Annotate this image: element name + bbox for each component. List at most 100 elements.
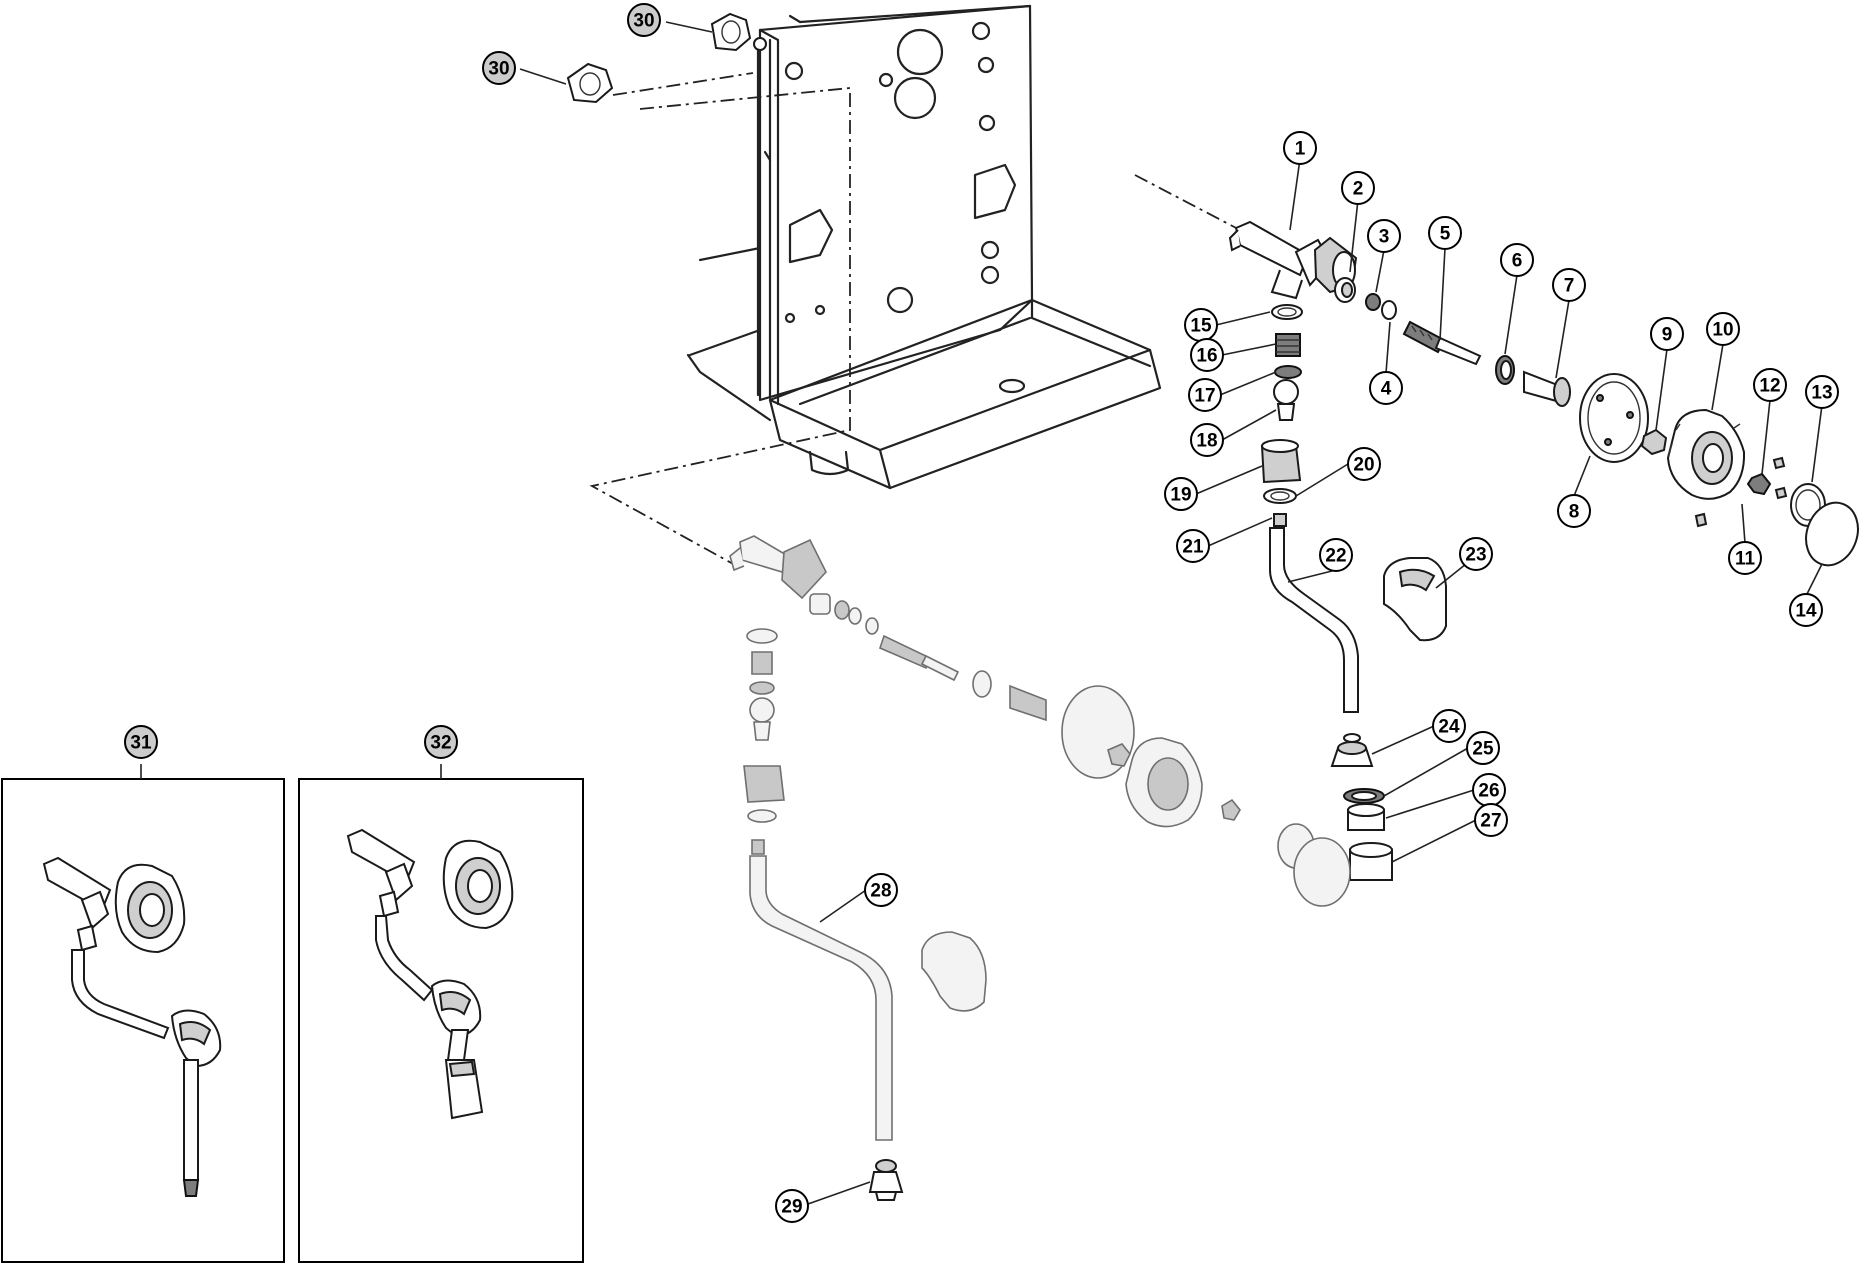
callout-circle: [1459, 537, 1493, 571]
callout-number: 10: [1712, 320, 1733, 341]
callout-circle: [1369, 371, 1403, 405]
callout-number: 17: [1194, 386, 1215, 407]
callout-number: 9: [1662, 325, 1673, 346]
leader-lines: [140, 21, 1823, 1205]
callout-circle: [1432, 709, 1466, 743]
callout-c1: 1: [1283, 131, 1317, 165]
callout-c20: 20: [1347, 447, 1381, 481]
callout-circle: [1428, 216, 1462, 250]
washer-part-4: [1381, 300, 1397, 320]
elbow-part-23: [1383, 557, 1447, 642]
nozzle-part-29: [868, 1159, 904, 1201]
sleeve-part-26: [1347, 803, 1385, 831]
callout-c14: 14: [1789, 593, 1823, 627]
callout-circle: [1341, 171, 1375, 205]
callout-circle: [864, 873, 898, 907]
union-nut-part-19: [1260, 439, 1302, 484]
callout-circle: [775, 1189, 809, 1223]
callout-c19: 19: [1164, 477, 1198, 511]
callout-c24: 24: [1432, 709, 1466, 743]
washer-part-20: [1263, 488, 1297, 504]
callout-c23: 23: [1459, 537, 1493, 571]
kit-box-31: [1, 778, 285, 1263]
callout-circle: [1190, 423, 1224, 457]
callout-c7: 7: [1552, 268, 1586, 302]
callout-c29: 29: [775, 1189, 809, 1223]
nut-part-12: [1746, 456, 1788, 500]
o-ring-part-6: [1495, 355, 1515, 385]
ferrule-part-21: [1273, 513, 1287, 527]
tube-part-22: [1269, 527, 1359, 713]
callout-number: 1: [1295, 139, 1306, 160]
callout-circle: [1466, 731, 1500, 765]
callout-c17: 17: [1188, 378, 1222, 412]
callout-c30b: 30: [482, 51, 516, 85]
spring-part-3: [1365, 293, 1381, 311]
callout-number: 18: [1196, 431, 1217, 452]
callout-number: 23: [1465, 545, 1486, 566]
escutcheon-plate-part-8: [1579, 373, 1649, 463]
callout-c26: 26: [1472, 773, 1506, 807]
callout-circle: [1789, 593, 1823, 627]
assembly-centerlines: [589, 72, 1241, 566]
callout-c5: 5: [1428, 216, 1462, 250]
callout-circle: [1557, 494, 1591, 528]
callout-number: 26: [1478, 781, 1499, 802]
ghost-assembly-lower: [729, 535, 1351, 1141]
locknut-lower: [566, 62, 614, 104]
callout-number: 7: [1564, 276, 1575, 297]
callout-circle: [1164, 477, 1198, 511]
callout-c10: 10: [1706, 312, 1740, 346]
callout-number: 30: [488, 59, 509, 80]
spring-part-16: [1275, 333, 1301, 357]
callout-c22: 22: [1319, 538, 1353, 572]
machine-frame: [686, 4, 1162, 490]
callout-circle: [424, 725, 458, 759]
callout-number: 12: [1759, 376, 1780, 397]
callout-number: 25: [1472, 739, 1494, 760]
callout-circle: [1753, 368, 1787, 402]
callout-c11: 11: [1728, 541, 1762, 575]
callout-number: 24: [1438, 717, 1460, 738]
callout-c3: 3: [1367, 219, 1401, 253]
callout-c18: 18: [1190, 423, 1224, 457]
bonnet-nut-part-7: [1523, 370, 1571, 407]
callout-number: 15: [1190, 316, 1212, 337]
callout-c12: 12: [1753, 368, 1787, 402]
callout-c9: 9: [1650, 317, 1684, 351]
screw-part-11: [1694, 512, 1708, 528]
callout-circle: [627, 3, 661, 37]
callout-circle: [1650, 317, 1684, 351]
callout-c2: 2: [1341, 171, 1375, 205]
callout-number: 31: [130, 733, 152, 754]
cap-disc-part-14: [1805, 501, 1859, 567]
callout-c30a: 30: [627, 3, 661, 37]
callout-number: 20: [1353, 455, 1374, 476]
callout-number: 14: [1795, 601, 1817, 622]
callout-number: 32: [430, 733, 451, 754]
valve-body-part-1: [1228, 220, 1358, 300]
gasket-part-25: [1343, 788, 1385, 804]
gasket-part-15: [1271, 304, 1303, 320]
callout-c16: 16: [1190, 338, 1224, 372]
sleeve-part-27: [1349, 842, 1393, 881]
callout-c25: 25: [1466, 731, 1500, 765]
locknut-upper: [710, 12, 767, 52]
callout-number: 5: [1440, 224, 1451, 245]
callout-circle: [1176, 529, 1210, 563]
callout-number: 27: [1480, 811, 1501, 832]
callout-number: 29: [781, 1197, 802, 1218]
callout-c15: 15: [1184, 308, 1218, 342]
callout-number: 19: [1170, 485, 1191, 506]
callout-circle: [1805, 375, 1839, 409]
callout-c32: 32: [424, 725, 458, 759]
seat-part-17: [1274, 365, 1302, 379]
callout-circle: [1728, 541, 1762, 575]
bushing-part-2: [1334, 277, 1356, 303]
callout-c28: 28: [864, 873, 898, 907]
callout-c8: 8: [1557, 494, 1591, 528]
callout-circle: [1706, 312, 1740, 346]
callout-circle: [124, 725, 158, 759]
